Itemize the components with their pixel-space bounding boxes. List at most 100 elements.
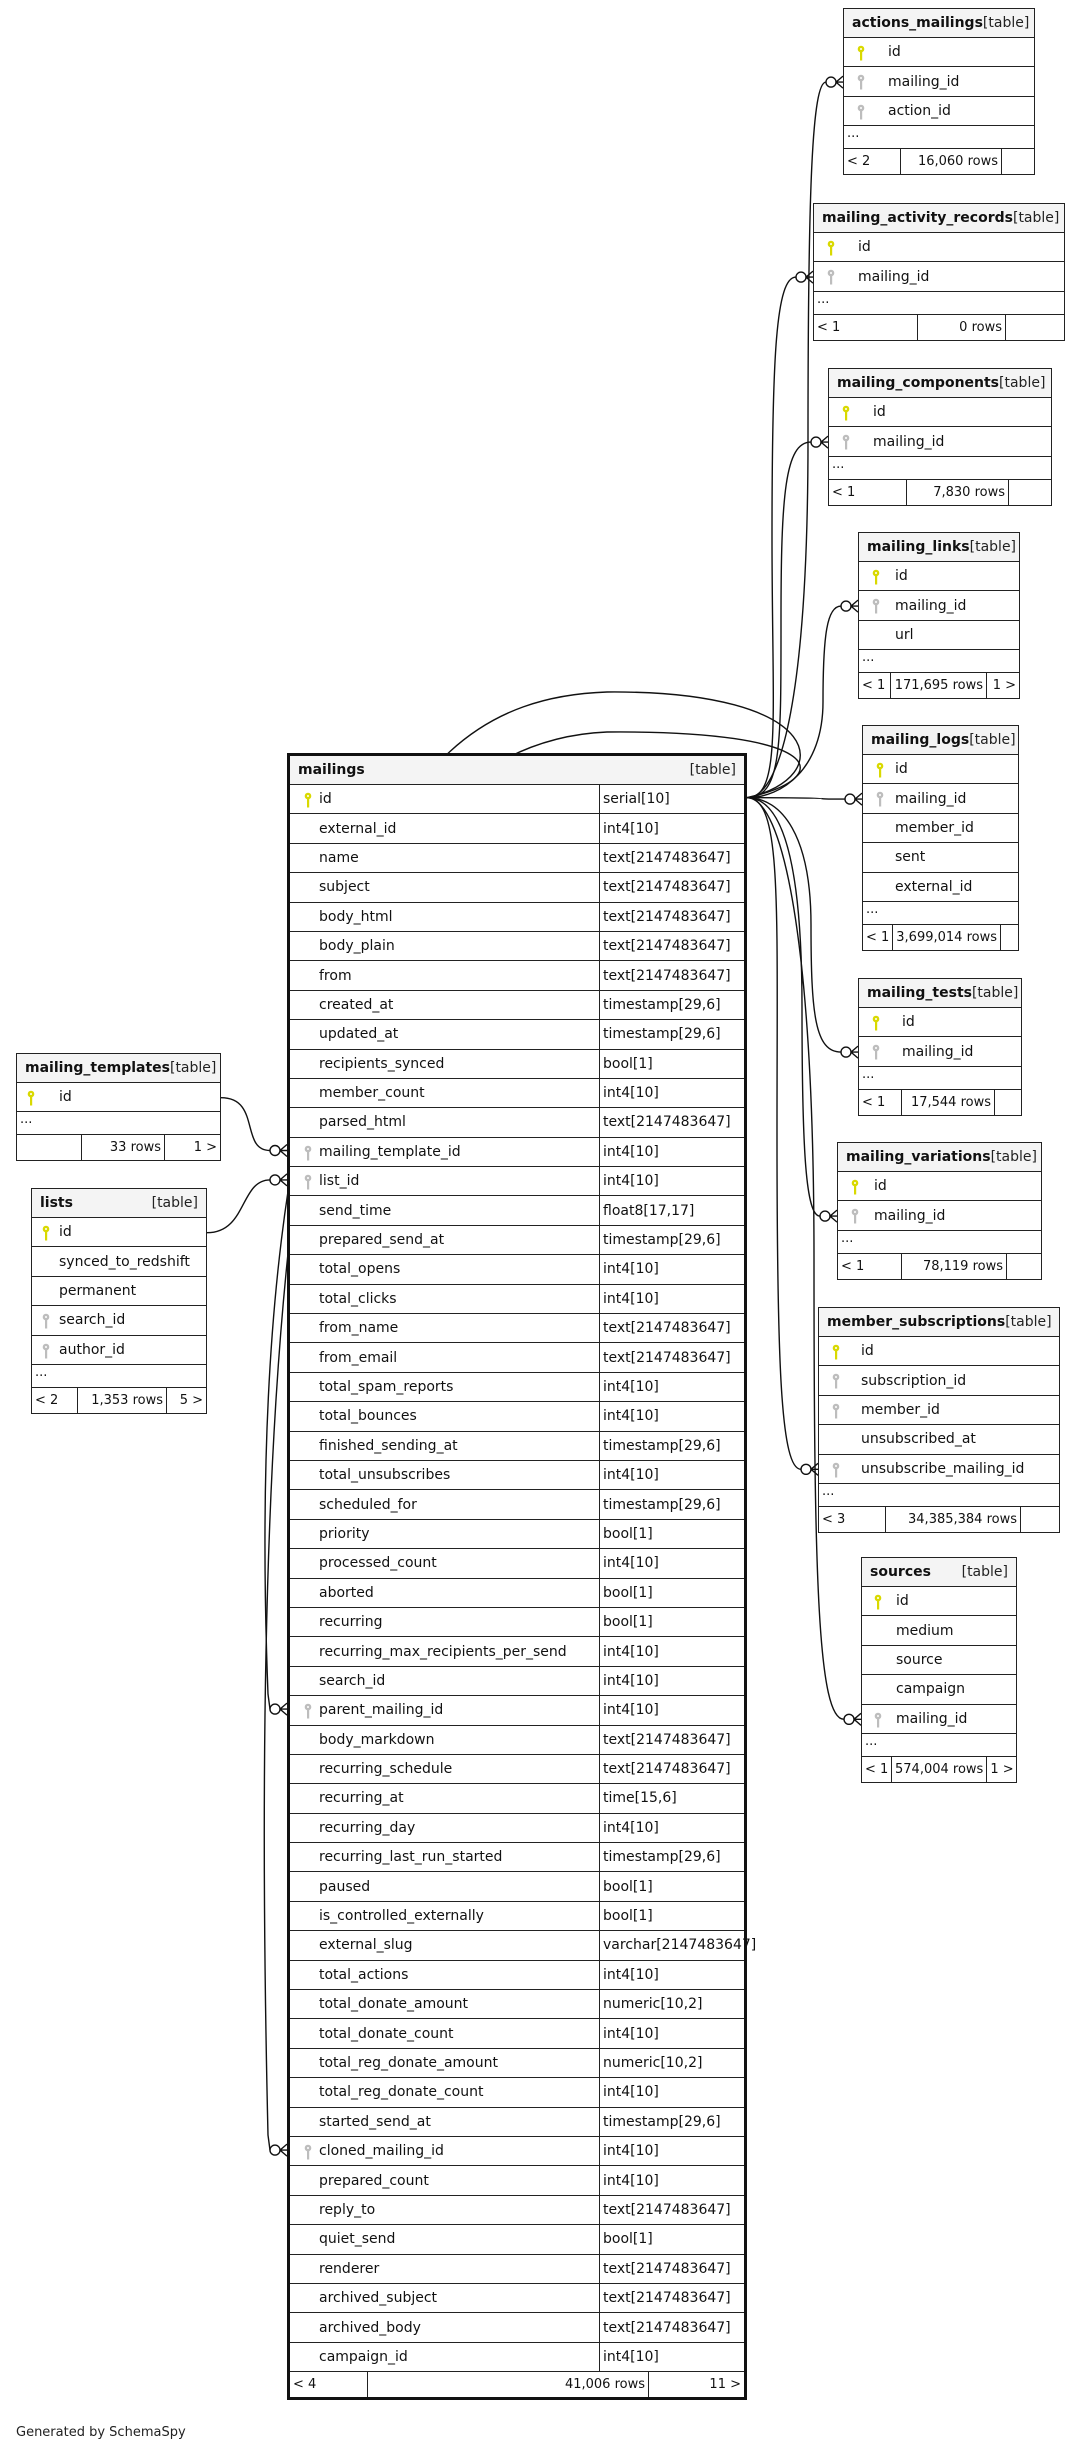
column-row[interactable]: author_id: [32, 1336, 206, 1365]
parents-count[interactable]: < 1: [838, 1253, 902, 1279]
children-count[interactable]: 11 >: [709, 2377, 741, 2393]
column-row[interactable]: id: [863, 755, 1018, 785]
column-row[interactable]: unsubscribe_mailing_id: [819, 1455, 1059, 1484]
children-count[interactable]: [1021, 1507, 1059, 1532]
table-header[interactable]: lists[table]: [32, 1189, 206, 1218]
column-row[interactable]: campaign: [862, 1675, 1016, 1705]
parents-count[interactable]: < 1: [859, 673, 891, 699]
table-header[interactable]: mailing_components[table]: [829, 369, 1051, 398]
column-row[interactable]: id: [814, 233, 1064, 263]
table-name[interactable]: mailing_components: [837, 375, 1000, 391]
column-row[interactable]: mailing_id: [814, 262, 1064, 292]
column-row[interactable]: mailing_id: [838, 1201, 1041, 1231]
column-row[interactable]: action_id: [844, 97, 1034, 127]
column-row[interactable]: id: [859, 1008, 1021, 1038]
children-count[interactable]: [1001, 925, 1018, 950]
column-row[interactable]: search_id: [32, 1306, 206, 1336]
column-row[interactable]: id: [862, 1587, 1016, 1617]
column-row[interactable]: external_id: [863, 873, 1018, 902]
column-row[interactable]: mailing_id: [859, 1037, 1021, 1067]
table-name[interactable]: mailing_logs: [871, 732, 970, 748]
table-header[interactable]: mailing_templates[table]: [17, 1054, 220, 1083]
table-header[interactable]: actions_mailings[table]: [844, 9, 1034, 38]
table-name[interactable]: mailing_templates: [25, 1060, 170, 1076]
children-count[interactable]: 5 >: [179, 1392, 203, 1408]
table-name[interactable]: mailing_activity_records: [822, 210, 1013, 226]
parents-count[interactable]: < 1: [862, 1756, 892, 1782]
table-name[interactable]: mailings: [298, 762, 365, 778]
parents-count[interactable]: [17, 1135, 82, 1161]
children-count[interactable]: [1009, 480, 1051, 505]
children-count[interactable]: [1002, 149, 1034, 174]
table-name[interactable]: mailing_links: [867, 539, 970, 555]
table-header[interactable]: sources[table]: [862, 1558, 1016, 1587]
column-row[interactable]: id: [17, 1083, 220, 1113]
column-row[interactable]: id: [844, 38, 1034, 68]
column-row[interactable]: id: [32, 1218, 206, 1248]
column-row[interactable]: id: [819, 1337, 1059, 1367]
table-header[interactable]: mailings[table]: [290, 756, 744, 785]
column-row[interactable]: mailing_id: [862, 1705, 1016, 1734]
children-count[interactable]: [1007, 1254, 1041, 1279]
column-row[interactable]: id: [859, 562, 1019, 592]
column-row[interactable]: url: [859, 621, 1019, 651]
children-count[interactable]: 1 >: [990, 1761, 1014, 1777]
column-row[interactable]: mailing_id: [863, 784, 1018, 814]
column-row[interactable]: permanent: [32, 1277, 206, 1307]
table-name[interactable]: mailing_tests: [867, 985, 972, 1001]
table-header[interactable]: mailing_variations[table]: [838, 1143, 1041, 1172]
table-name[interactable]: member_subscriptions: [827, 1314, 1006, 1330]
children-count[interactable]: 1 >: [193, 1140, 217, 1156]
table-name[interactable]: lists: [40, 1195, 73, 1211]
column-row[interactable]: subscription_id: [819, 1366, 1059, 1396]
column-row[interactable]: medium: [862, 1616, 1016, 1646]
parents-count[interactable]: < 4: [290, 2372, 368, 2398]
children-count[interactable]: [1006, 315, 1064, 340]
